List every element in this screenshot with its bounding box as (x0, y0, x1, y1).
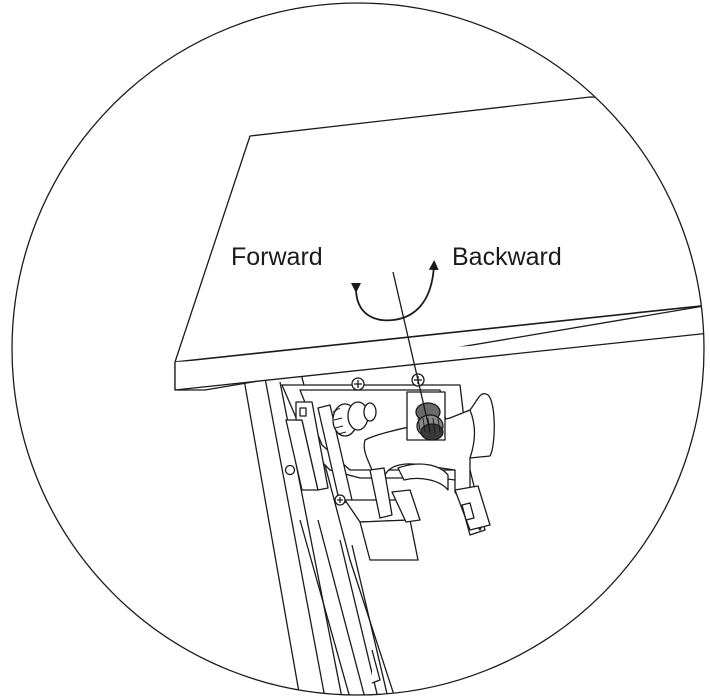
detail-circle-frame (11, 2, 705, 696)
backward-label: Backward (452, 243, 562, 271)
curved-double-arrow-icon (350, 260, 439, 322)
phillips-screw-icon (351, 377, 365, 391)
left-adjustment-knob (332, 401, 377, 437)
rotation-axis-line (392, 271, 431, 433)
phillips-screw-icon (334, 494, 346, 506)
forward-label: Forward (231, 243, 323, 271)
drawer-bottom-panel (174, 96, 704, 391)
drawer-slide-rail (241, 367, 396, 695)
